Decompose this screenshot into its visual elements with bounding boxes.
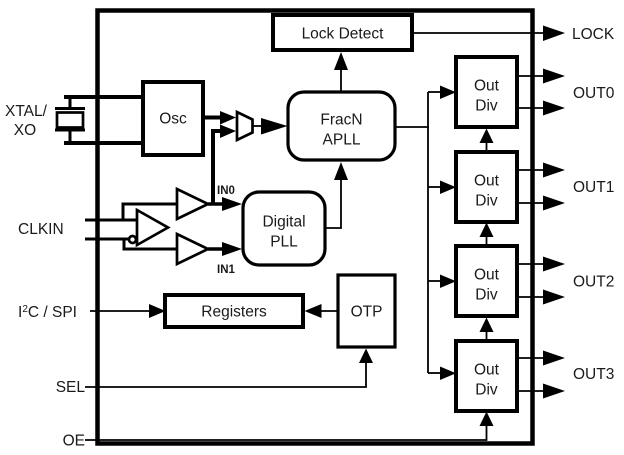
osc-box — [141, 80, 205, 157]
lock-pin-arrowhead-icon — [543, 25, 565, 41]
fracn-apll-box — [286, 90, 397, 162]
out2-arrowhead-b-icon — [543, 289, 565, 305]
in1-arrowhead-icon — [222, 242, 242, 256]
out2-arrowhead-a-icon — [543, 256, 565, 272]
otp-label: OTP — [351, 304, 383, 321]
out-div-3-box — [454, 339, 519, 413]
fracn-apll-block: FracN APLL — [286, 90, 397, 162]
outdiv3-input-arrowhead-icon — [440, 366, 456, 380]
registers-label: Registers — [201, 304, 267, 321]
chain-arrowhead-1to0-icon — [479, 128, 494, 143]
registers-input-arrowhead-icon — [149, 304, 166, 318]
mux-input2-arrowhead-icon — [220, 124, 236, 138]
chain-arrowhead-2to1-icon — [479, 222, 494, 237]
pin-label-xtal-line2: XO — [14, 122, 36, 139]
in0-arrowhead-icon — [222, 197, 242, 211]
out-div-1-box — [454, 150, 519, 224]
apll-input-arrowhead-icon — [261, 118, 288, 135]
out-div-1-block: Out Div — [454, 150, 519, 224]
out3-arrowhead-a-icon — [543, 350, 565, 366]
out-div-3-block: Out Div — [454, 339, 519, 413]
out-div-2-box — [454, 244, 519, 318]
chain-arrowhead-3to2-icon — [479, 317, 494, 332]
lock-detect-label: Lock Detect — [302, 26, 385, 43]
out-div-3-label-line2: Div — [475, 382, 498, 399]
lock-detect-block: Lock Detect — [271, 13, 414, 52]
chip-boundary — [95, 8, 535, 446]
pin-label-oe: OE — [63, 433, 85, 450]
outdiv0-input-arrowhead-icon — [440, 85, 456, 99]
pin-label-sel: SEL — [56, 379, 86, 396]
out-div-2-block: Out Div — [454, 244, 519, 318]
apll-bottom-arrowhead-icon — [334, 162, 348, 180]
registers-block: Registers — [163, 293, 305, 329]
inverting-bubble-icon — [127, 234, 138, 245]
i2c-superscript: 2 — [22, 304, 28, 315]
oe-wire — [85, 426, 488, 441]
otp-box — [336, 273, 397, 349]
registers-box — [163, 293, 305, 329]
in0-buffer-icon — [175, 186, 212, 222]
net-label-in0: IN0 — [217, 185, 235, 197]
clkin-jog-to-in1-buffer — [122, 239, 178, 251]
registers-otp-arrowhead-icon — [304, 304, 322, 318]
osc-label: Osc — [159, 111, 187, 128]
outdiv1-input-arrowhead-icon — [440, 180, 456, 194]
out-div-0-label-line1: Out — [474, 78, 500, 95]
out1-arrowhead-b-icon — [543, 195, 565, 211]
mux-input1-arrowhead-icon — [220, 111, 236, 125]
crystal-symbol — [55, 111, 85, 129]
pin-label-out0: OUT0 — [573, 85, 615, 102]
pin-label-clkin: CLKIN — [18, 221, 64, 238]
out0-arrowhead-b-icon — [543, 100, 565, 116]
osc-block: Osc — [141, 80, 205, 157]
i2c-base: I — [18, 304, 22, 321]
fracn-apll-label-line1: FracN — [320, 112, 362, 129]
lockdetect-arrowhead-icon — [334, 52, 348, 70]
out0-arrowhead-a-icon — [543, 68, 565, 84]
pin-label-out1: OUT1 — [573, 179, 614, 196]
out-div-3-label-line1: Out — [474, 362, 500, 379]
ref-mux-icon — [235, 109, 254, 143]
pin-label-out2: OUT2 — [573, 274, 614, 291]
i2c-rest: C / SPI — [28, 304, 77, 321]
fracn-apll-label-line2: APLL — [323, 132, 361, 149]
digital-pll-label-line1: Digital — [262, 214, 305, 231]
digital-pll-label-line2: PLL — [270, 234, 298, 251]
diff-input-buffer-icon — [135, 207, 171, 248]
out-div-2-label-line2: Div — [475, 287, 498, 304]
in1-buffer-icon — [175, 231, 212, 267]
lock-detect-box — [271, 13, 414, 52]
out-div-1-label-line2: Div — [475, 193, 498, 210]
pin-label-lock: LOCK — [572, 26, 615, 43]
out-div-0-label-line2: Div — [475, 98, 498, 115]
out-div-2-label-line1: Out — [474, 267, 500, 284]
out3-arrowhead-b-icon — [543, 383, 565, 399]
out1-arrowhead-a-icon — [543, 162, 565, 178]
pin-label-xtal-line1: XTAL/ — [5, 103, 48, 120]
digital-pll-box — [241, 190, 327, 267]
pin-label-i2c-spi: I2C / SPI — [18, 304, 77, 321]
pin-label-out3: OUT3 — [573, 366, 614, 383]
out-div-0-block: Out Div — [454, 55, 519, 129]
clkin-jog-to-in0-buffer — [121, 202, 178, 220]
out-div-1-label-line1: Out — [474, 173, 500, 190]
dpll-to-apll-wire — [325, 179, 342, 229]
digital-pll-block: Digital PLL — [241, 190, 327, 267]
outdiv2-input-arrowhead-icon — [440, 274, 456, 288]
otp-block: OTP — [336, 273, 397, 349]
net-label-in1: IN1 — [217, 264, 236, 276]
sel-wire — [85, 363, 367, 388]
out-div-0-box — [454, 55, 519, 129]
oe-arrowhead-icon — [479, 411, 494, 426]
sel-arrowhead-icon — [359, 348, 373, 363]
